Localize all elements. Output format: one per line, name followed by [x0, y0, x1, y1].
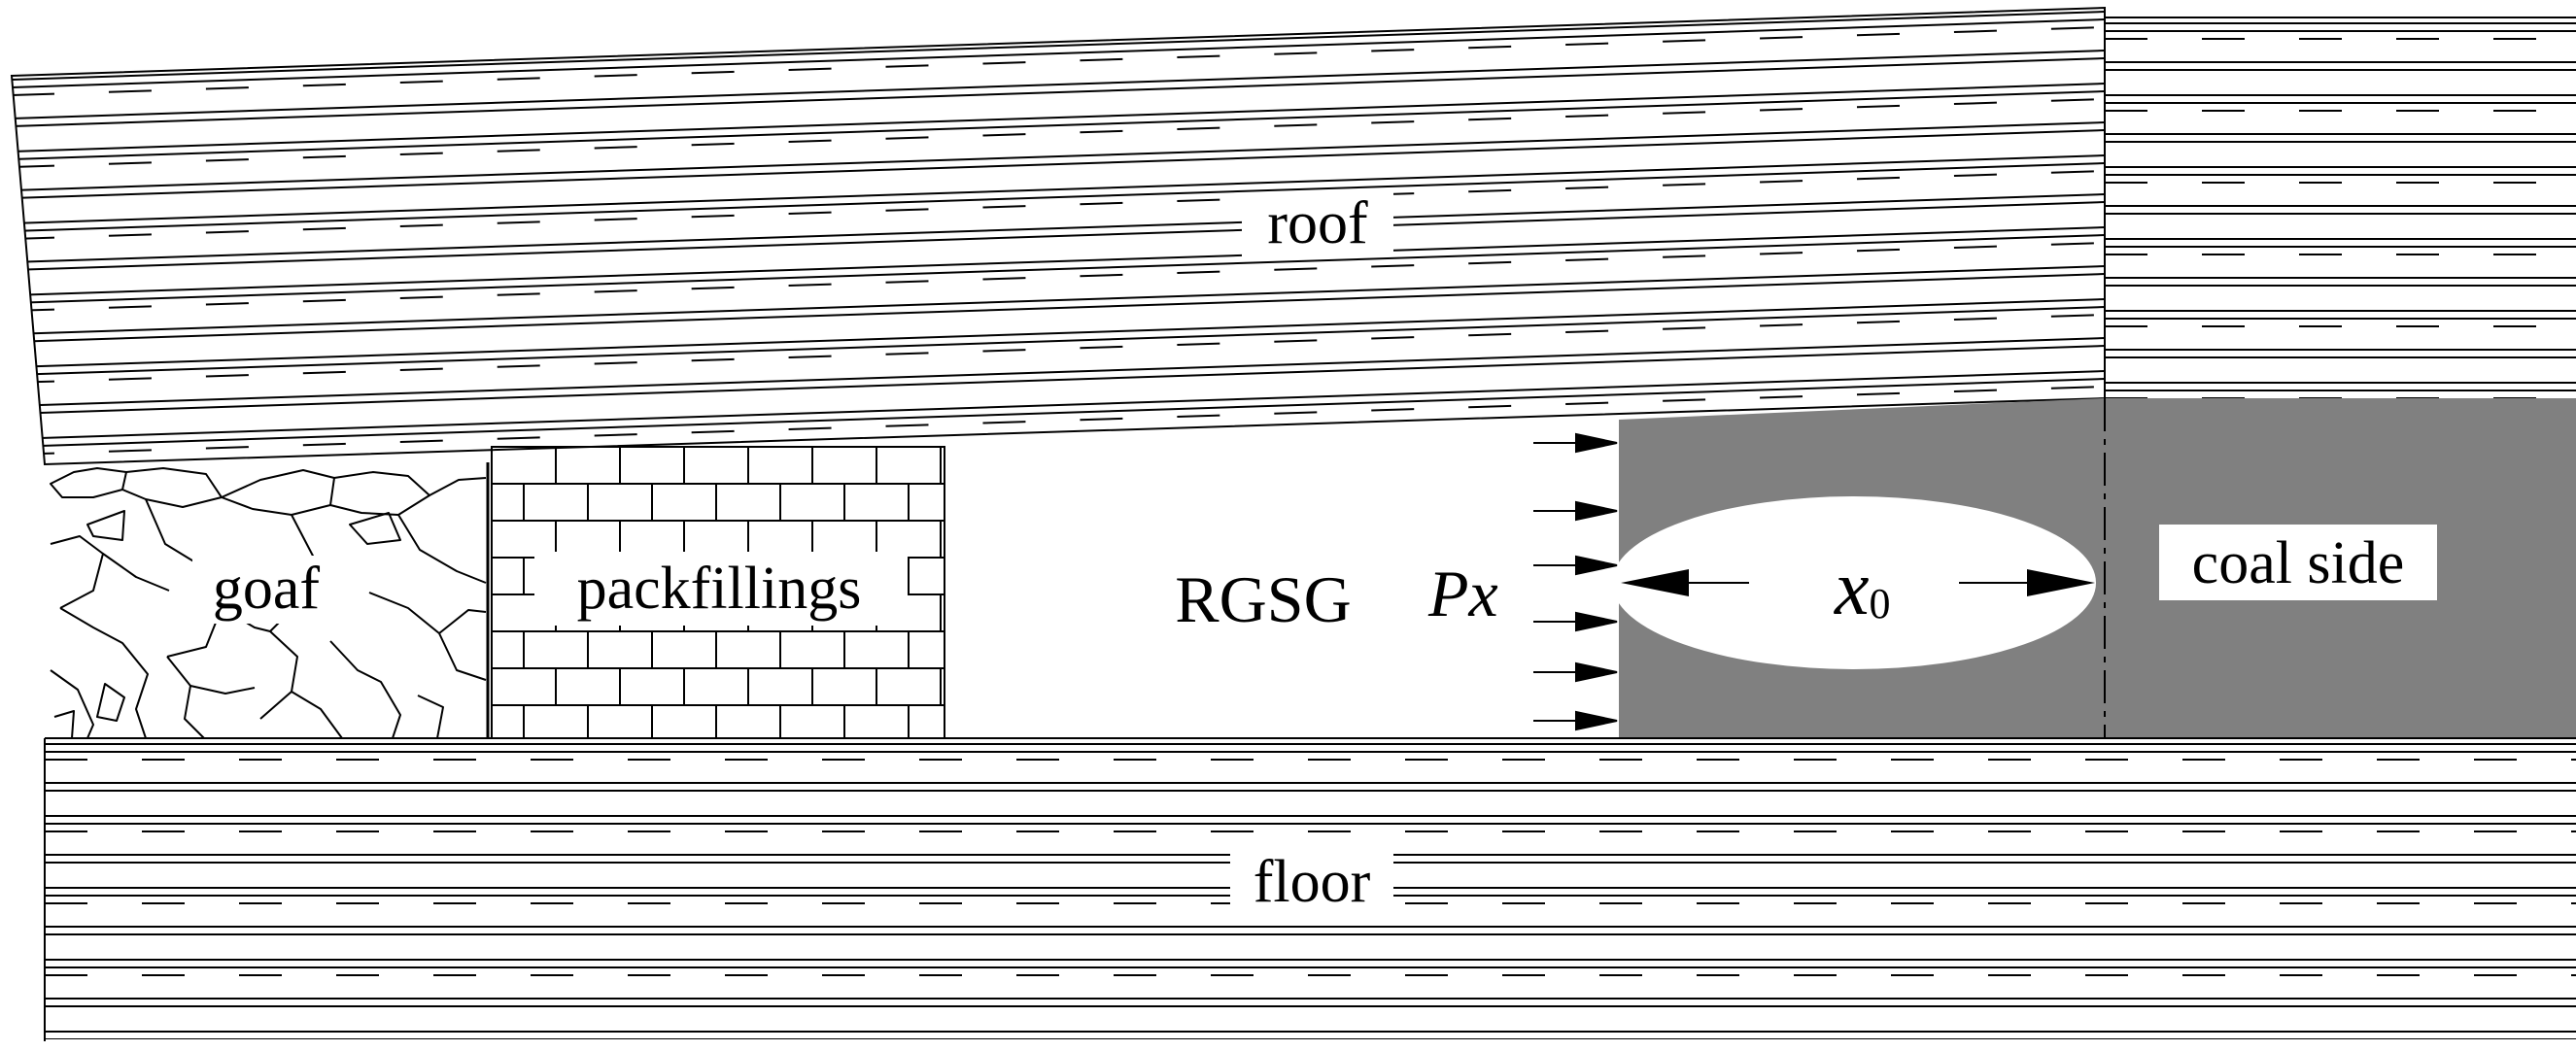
svg-text:coal side: coal side [2192, 530, 2405, 596]
packfillings-label: packfillings [534, 552, 908, 626]
x0-distance-label: x0 [1834, 546, 1891, 631]
rgsg-label: RGSG [1175, 562, 1351, 636]
svg-text:floor: floor [1254, 849, 1371, 915]
roof-label: roof [1242, 190, 1393, 256]
goaf-rock-pattern [50, 467, 487, 738]
coal-side-label: coal side [2159, 525, 2437, 600]
svg-text:packfillings: packfillings [577, 556, 862, 622]
svg-text:goaf: goaf [213, 556, 321, 622]
floor-label: floor [1230, 849, 1393, 915]
goaf-label: goaf [192, 556, 340, 624]
pressure-px-label: Px [1427, 557, 1498, 630]
plastic-zone-ellipse [1612, 496, 2096, 669]
svg-text:roof: roof [1267, 190, 1368, 256]
pressure-arrows [1533, 432, 1618, 731]
